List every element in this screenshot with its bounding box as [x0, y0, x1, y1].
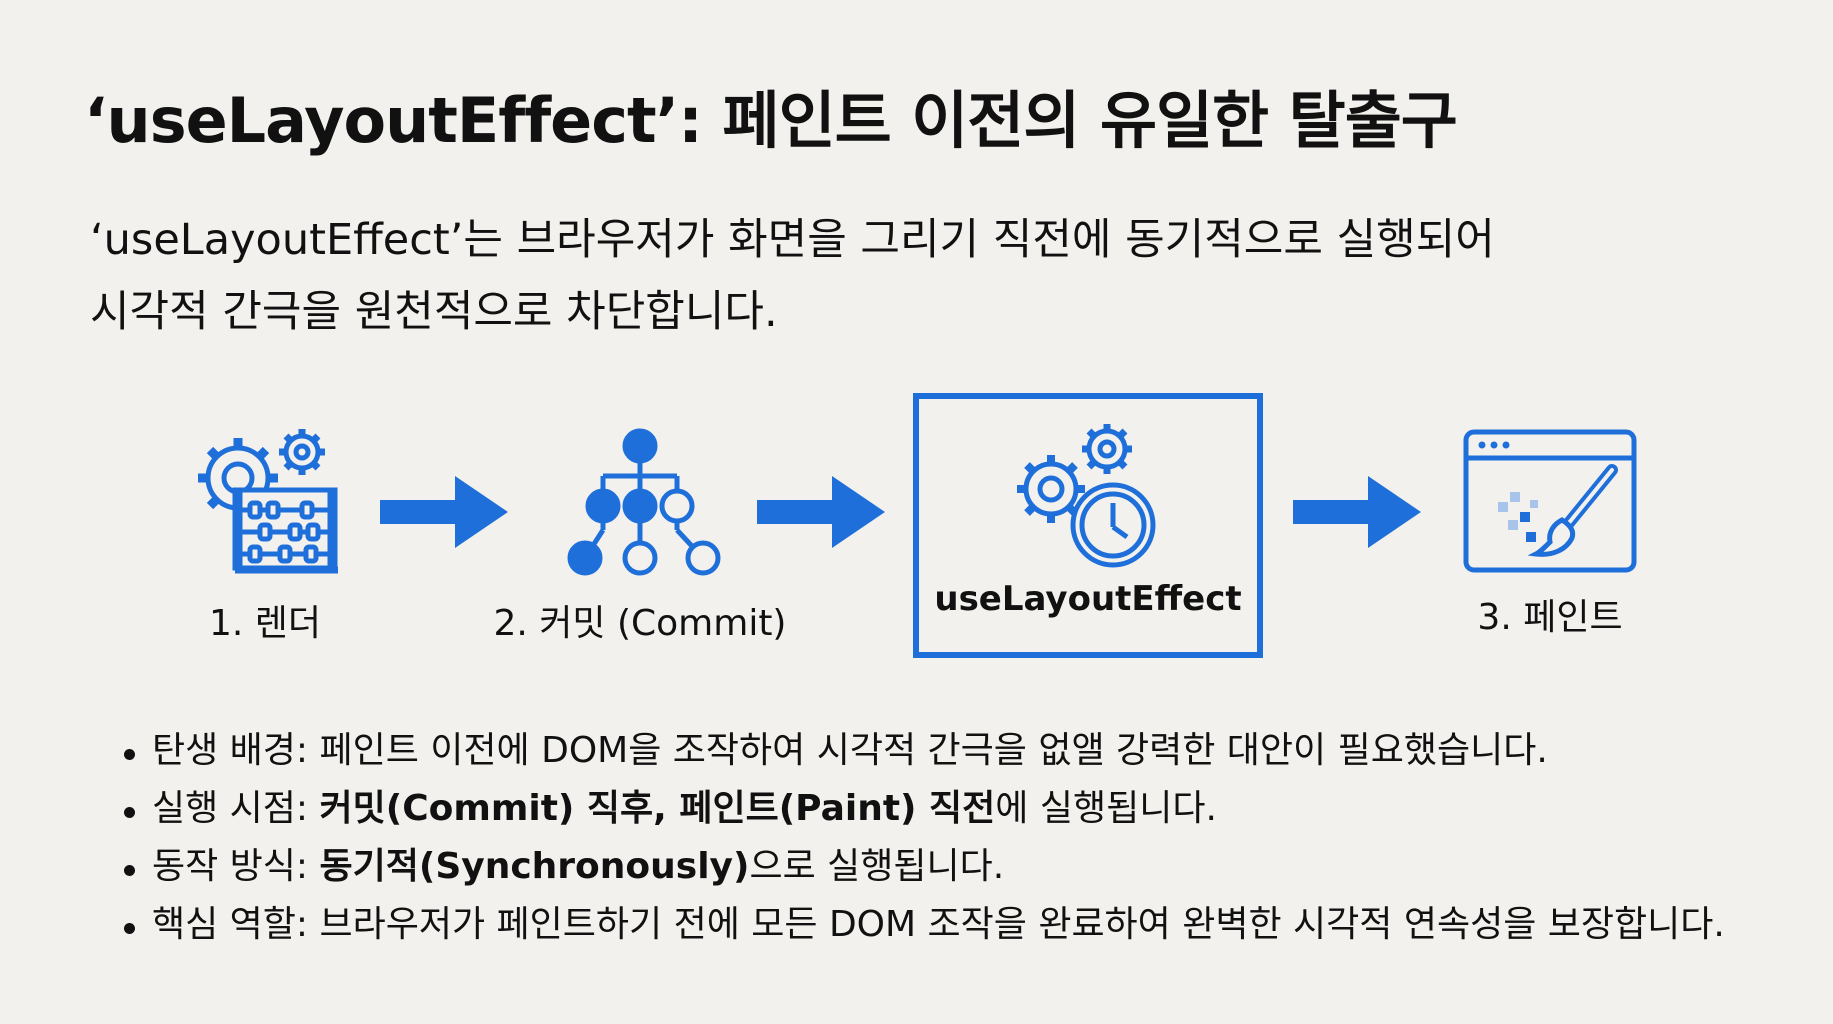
arrow-right-icon: [757, 476, 885, 548]
browser-brush-icon: [1463, 429, 1637, 573]
step-commit-label: 2. 커밋 (Commit): [493, 603, 787, 644]
tree-icon: [567, 428, 721, 576]
use-layout-effect-label: useLayoutEffect: [934, 579, 1242, 619]
arrow-right-icon: [1293, 476, 1421, 548]
arrow-right-icon: [380, 476, 508, 548]
step-paint-label: 3. 페인트: [1477, 597, 1623, 638]
gears-clock-icon: [1017, 424, 1156, 568]
bullet-item: 핵심 역할: 브라우저가 페인트하기 전에 모든 DOM 조작을 완료하여 완벽…: [118, 896, 1725, 954]
use-layout-effect-box: useLayoutEffect: [913, 393, 1263, 658]
bullet-item: 실행 시점: 커밋(Commit) 직후, 페인트(Paint) 직전에 실행됩…: [118, 780, 1725, 838]
step-render: 1. 렌더: [170, 420, 360, 646]
bullet-list: 탄생 배경: 페인트 이전에 DOM을 조작하여 시각적 간극을 없앨 강력한 …: [118, 722, 1725, 954]
bullet-item: 탄생 배경: 페인트 이전에 DOM을 조작하여 시각적 간극을 없앨 강력한 …: [118, 722, 1725, 780]
bullet-item: 동작 방식: 동기적(Synchronously)으로 실행됩니다.: [118, 838, 1725, 896]
subtitle-line-2: 시각적 간극을 원천적으로 차단합니다.: [90, 287, 778, 337]
step-paint: 3. 페인트: [1440, 428, 1660, 640]
step-render-label: 1. 렌더: [208, 603, 322, 644]
subtitle: ‘useLayoutEffect’는 브라우저가 화면을 그리기 직전에 동기적…: [90, 204, 1740, 348]
subtitle-line-1: ‘useLayoutEffect’는 브라우저가 화면을 그리기 직전에 동기적…: [90, 215, 1495, 265]
page-title: ‘useLayoutEffect’: 페인트 이전의 유일한 탈출구: [84, 84, 1458, 157]
step-commit: 2. 커밋 (Commit): [490, 420, 790, 646]
gears-abacus-icon: [198, 429, 338, 574]
